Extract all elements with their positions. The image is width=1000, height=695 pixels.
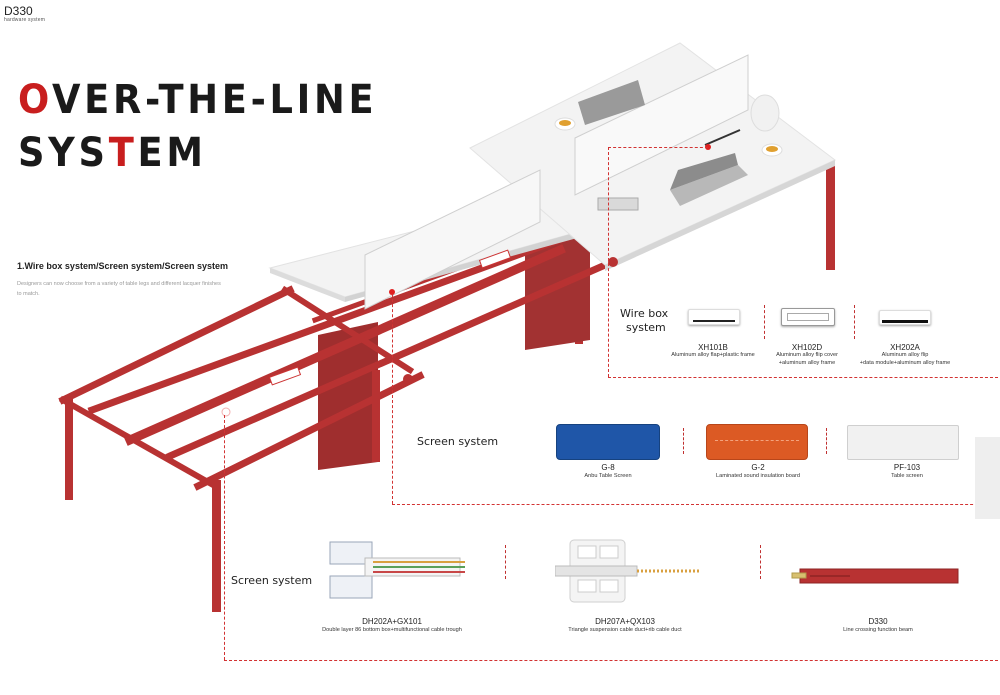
callout-line-wirebox-left [608, 147, 609, 377]
marker-cable [221, 407, 231, 417]
wire-box-label-line1: Wire box [620, 307, 669, 320]
callout-line-cable-bottom [224, 660, 998, 661]
xh202a-image [879, 310, 931, 325]
side-scroll-bar [975, 437, 1000, 519]
xh101b-image [688, 309, 740, 325]
section-description: Designers can now choose from a variety … [17, 281, 221, 297]
wire-box-label-line2: system [626, 321, 666, 334]
cable-desc-2: Triangle suspension cable duct+rib cable… [568, 627, 682, 633]
screen-code-2: G-2 [751, 463, 765, 472]
wire-box-separator-2 [854, 305, 855, 339]
cable-desc-1: Double layer 86 bottom box+multifunction… [322, 627, 462, 633]
screen-g2-image [706, 424, 808, 460]
center-panel-front [318, 322, 378, 470]
screen-separator-1 [683, 428, 684, 454]
dh202a-gx101-image [329, 541, 465, 599]
wire-box-desc-3a: Aluminum alloy flip [881, 352, 929, 358]
front-legs [65, 370, 380, 612]
wire-box-desc-1: Aluminum alloy flap+plastic frame [671, 352, 755, 358]
marker-wirebox [705, 144, 711, 150]
cable-code-1: DH202A+GX101 [362, 617, 422, 626]
title-line-2-start: SYS [18, 130, 109, 176]
marker-screen [389, 289, 395, 295]
cable-desc-3: Line crossing function beam [843, 627, 913, 633]
screen-panel-back [574, 54, 749, 196]
wire-box-code-3: XH202A [890, 343, 920, 352]
cable-code-3: D330 [868, 617, 888, 626]
wire-box-code-2: XH102D [791, 343, 823, 352]
callout-line-screen-left [392, 294, 393, 504]
wire-box-on-desk [597, 197, 639, 211]
d330-beam-image [791, 568, 959, 584]
title-line-1-rest: VER-THE-LINE [51, 77, 378, 123]
section-heading: 1.Wire box system/Screen system/Screen s… [17, 261, 229, 271]
cable-separator-2 [760, 545, 761, 579]
title-line-1: OVER-THE-LINE [18, 78, 377, 122]
screen-system-label: Screen system [417, 435, 499, 448]
wire-box-separator-1 [764, 305, 765, 339]
cable-system-label: Screen system [231, 574, 313, 587]
screen-desc-1: Anbu Table Screen [584, 473, 632, 479]
laptop-front [670, 165, 748, 206]
wire-box-desc-2a: Aluminum alloy flip cover [776, 352, 838, 358]
lower-frame [58, 198, 644, 491]
screen-pf103-image [847, 425, 959, 460]
title-accent-letter-2: T [108, 130, 138, 176]
title-accent-letter: O [18, 77, 52, 123]
screen-desc-3: Table screen [891, 473, 923, 479]
screen-code-1: G-8 [601, 463, 615, 472]
desk-illustration [58, 42, 836, 612]
callout-line-screen-bottom [392, 504, 998, 505]
title-line-2-end: EM [137, 130, 207, 176]
wire-box-desc-2b: +aluminum alloy frame [778, 360, 836, 366]
screen-desc-2: Laminated sound insulation board [716, 473, 800, 479]
cable-separator-1 [505, 545, 506, 579]
title-line-2: SYSTEM [18, 131, 207, 175]
screen-panel-front [364, 169, 541, 310]
cable-code-2: DH207A+QX103 [595, 617, 655, 626]
laptop-back [578, 80, 645, 125]
brand-subtitle: hardware system [4, 17, 46, 23]
vase [750, 94, 780, 132]
screen-g8-image [556, 424, 660, 460]
wire-box-code-1: XH101B [698, 343, 728, 352]
callout-line-cable-left [224, 415, 225, 660]
callout-line-wirebox-top [608, 147, 708, 148]
screen-code-3: PF-103 [893, 463, 921, 472]
dh207a-qx103-image [555, 539, 700, 603]
wire-box-desc-3b: +data module+aluminum alloy frame [859, 360, 951, 366]
screen-separator-2 [826, 428, 827, 454]
brand-code: D330 [4, 4, 33, 18]
callout-line-wirebox-bottom [608, 377, 998, 378]
center-panel-back [525, 236, 590, 350]
xh102d-image [781, 308, 835, 326]
